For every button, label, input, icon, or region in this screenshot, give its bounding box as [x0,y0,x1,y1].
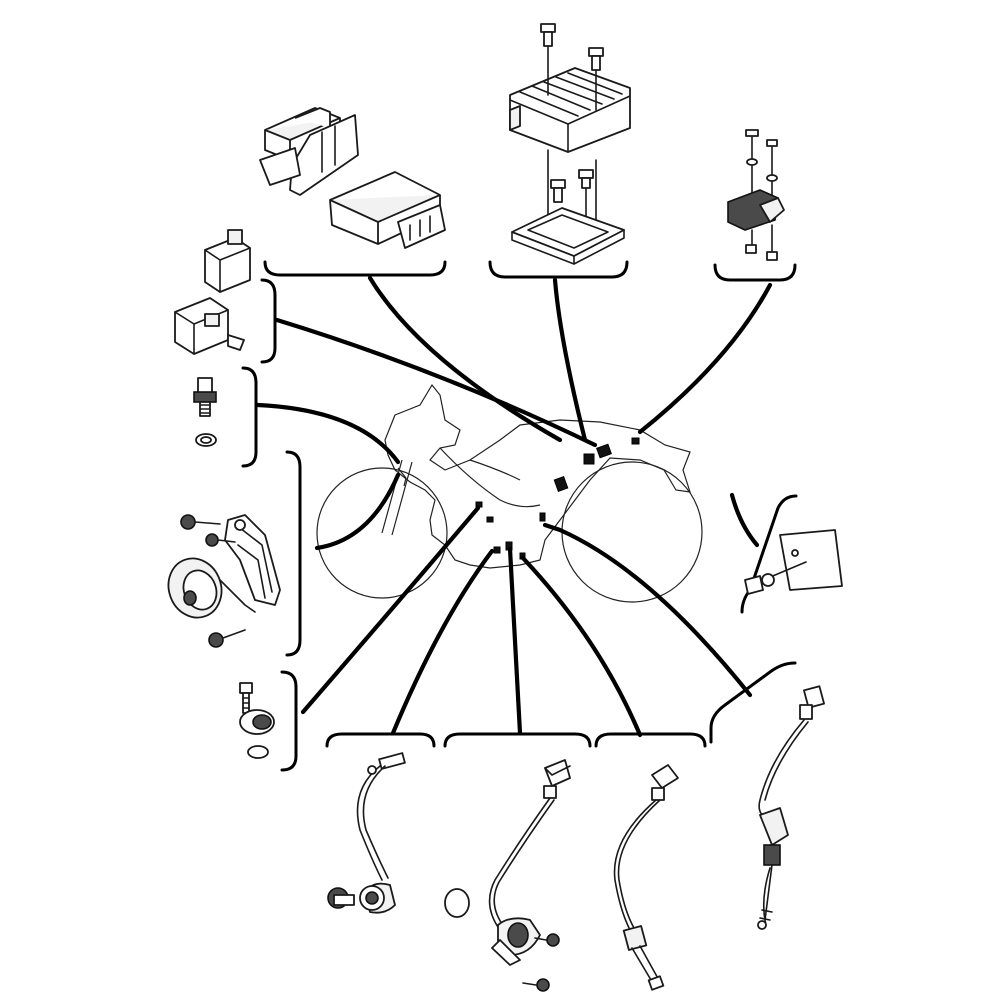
bracket-relay [260,278,277,364]
bracket-horn [285,450,302,657]
sensor-icon [727,129,785,261]
leader-lines [255,275,773,738]
speed-sensor-icon [444,759,571,992]
connector-icon [259,107,446,249]
location-marker [493,546,501,554]
bracket-o2 [325,732,436,748]
fork-line [381,459,413,536]
bracket-connectors [263,260,447,277]
rear-wheel [561,461,703,603]
bracket-neutral [280,670,298,772]
bracket-bank-sensor [713,263,797,282]
location-marker [539,512,546,522]
front-wheel [316,467,448,599]
switch-icon [239,682,275,759]
bracket-temp [594,732,707,748]
bracket-regulator [488,260,629,279]
motorcycle-body [384,383,691,569]
group-brackets [241,260,798,772]
bracket-brake-switch [709,661,797,744]
location-marker [397,467,407,487]
motorcycle-outline [316,383,703,603]
thermo-switch-icon [193,377,217,447]
horn-icon [167,514,281,648]
bracket-thermo [241,366,258,468]
bracket-plate-light [740,494,798,614]
location-marker [583,453,595,465]
o2-sensor-icon [327,752,406,914]
regulator-icon [509,23,631,265]
relay-icon [174,229,251,355]
plate-light-icon [744,529,843,595]
location-marker [486,516,494,523]
location-marker [553,476,569,492]
temp-sensor-icon [613,764,679,991]
brake-switch-icon [757,685,825,930]
bracket-speed [443,732,592,748]
frame-line [439,447,541,508]
location-marker [631,437,640,445]
location-marker [596,443,612,459]
